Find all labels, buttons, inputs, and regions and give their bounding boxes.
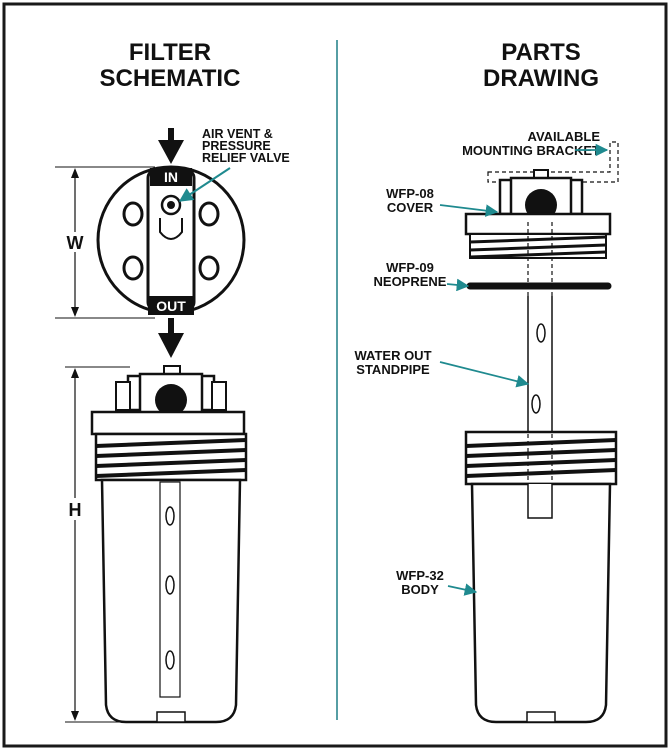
body-label-line2: BODY: [401, 582, 439, 597]
bracket-label-line1: AVAILABLE: [528, 129, 601, 144]
standpipe-leader-arrow: [439, 361, 530, 388]
bolt-hole: [122, 201, 144, 227]
out-port-badge: [148, 296, 194, 315]
standpipe-label-line2: STANDPIPE: [356, 362, 430, 377]
vent-label-line1: AIR VENT &: [202, 127, 273, 141]
bracket-label-line2: MOUNTING BRACKET: [462, 143, 600, 158]
cover-label-line1: WFP-08: [386, 186, 434, 201]
neoprene-leader-arrow: [446, 278, 470, 292]
filter-head-top-view: IN OUT: [96, 165, 246, 315]
vent-label-line2: PRESSURE: [202, 139, 271, 153]
right-title-line2: DRAWING: [483, 65, 599, 92]
out-label: OUT: [156, 298, 186, 314]
mounting-bracket-dashed: [487, 141, 619, 183]
bolt-hole: [198, 255, 220, 281]
bolt-hole: [122, 255, 144, 281]
in-label: IN: [164, 169, 178, 185]
cover-label-line2: COVER: [387, 200, 434, 215]
body-part: [464, 430, 618, 724]
in-port-badge: [150, 168, 192, 186]
assembled-filter-side-view: [90, 365, 248, 724]
cover-part: [464, 169, 612, 259]
body-leader-arrow: [447, 583, 478, 596]
outlet-arrow: [158, 318, 184, 358]
width-dimension: [55, 166, 155, 319]
left-title-line2: SCHEMATIC: [100, 65, 241, 92]
body-label-line1: WFP-32: [396, 568, 444, 583]
neoprene-label-line1: WFP-09: [386, 260, 434, 275]
neoprene-label-line2: NEOPRENE: [374, 274, 447, 289]
right-title-line1: PARTS: [501, 39, 581, 66]
width-label: W: [67, 233, 84, 253]
height-dimension: [62, 366, 150, 723]
bolt-hole: [198, 201, 220, 227]
vent-leader-arrow: [178, 167, 231, 202]
vent-label-line3: RELIEF VALVE: [202, 151, 290, 165]
height-label: H: [69, 500, 82, 520]
cover-leader-arrow: [439, 204, 499, 217]
inlet-arrow: [158, 128, 184, 164]
standpipe-label-line1: WATER OUT: [354, 348, 431, 363]
left-title-line1: FILTER: [129, 39, 211, 66]
